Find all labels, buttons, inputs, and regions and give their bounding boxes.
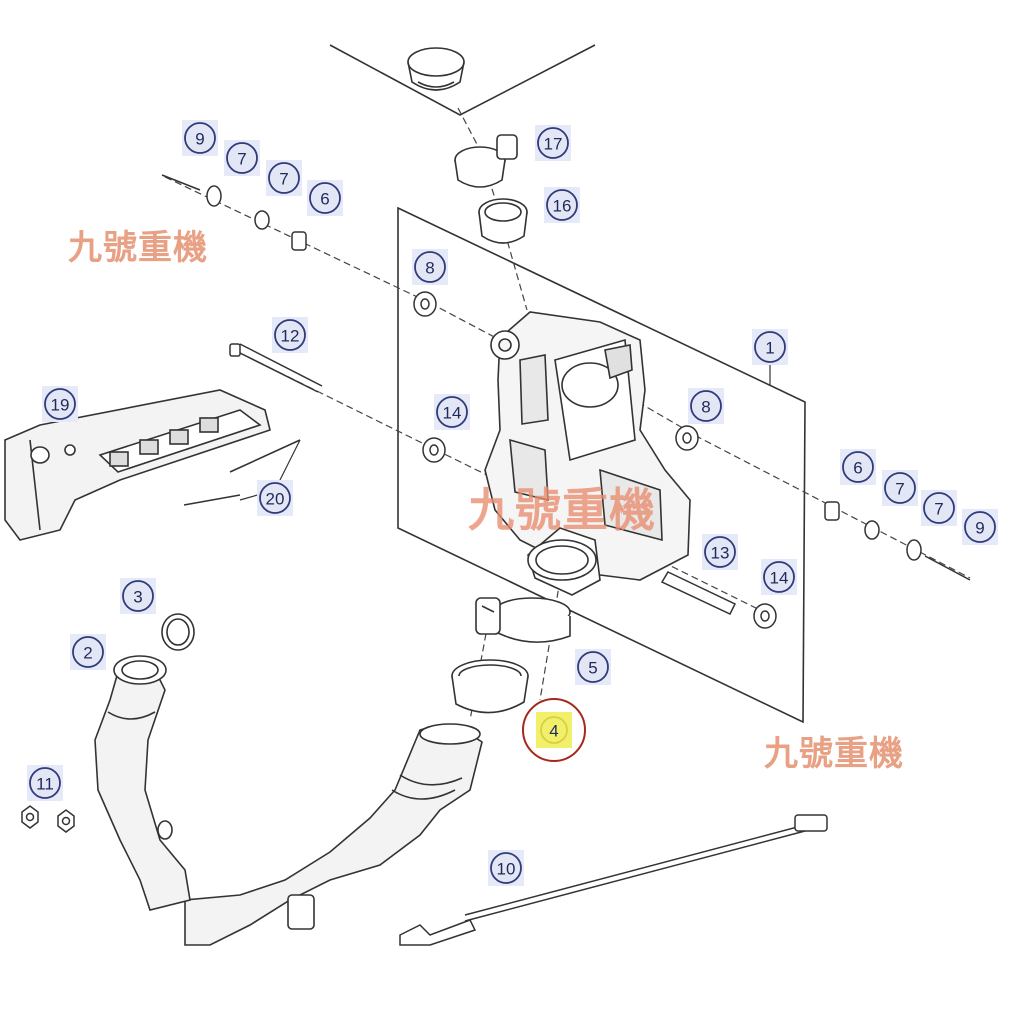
callout-number: 9 [195,130,204,149]
callout-number: 7 [237,150,246,169]
callout-1: 1 [752,329,788,365]
callout-10: 10 [488,850,524,886]
callout-14: 14 [761,559,797,595]
highlight-ring [522,698,586,762]
callout-number: 17 [544,135,563,154]
watermark-center: 九號重機 [468,483,656,537]
callout-number: 13 [711,544,730,563]
callout-circle [546,189,578,221]
intake-tube [184,723,483,946]
callout-circle [29,767,61,799]
callout-circle [309,182,341,214]
callout-number: 10 [497,860,516,879]
callout-number: 5 [588,659,597,678]
pipe-2 [94,655,191,911]
callout-circle [964,511,996,543]
callout-13: 13 [702,534,738,570]
callout-number: 19 [51,396,70,415]
callout-number: 7 [279,170,288,189]
callout-8: 8 [412,249,448,285]
bracket-19 [4,389,301,541]
callout-number: 6 [320,190,329,209]
callout-number: 20 [266,490,285,509]
callout-9: 9 [962,509,998,545]
callout-2: 2 [70,634,106,670]
callout-5: 5 [575,649,611,685]
callout-circle [763,561,795,593]
callout-circle [754,331,786,363]
watermark-left: 九號重機 [68,228,208,268]
clamp-and-sleeve-top [454,134,528,244]
watermark-right: 九號重機 [764,734,904,774]
callout-9: 9 [182,120,218,156]
oxygen-sensor-10 [399,814,828,946]
callout-circle [268,162,300,194]
callout-17: 17 [535,125,571,161]
callout-badges: 9 7 7 6 17 16 8 12 1 19 14 8 6 7 7 9 20 13 14 3 2 5 4 11 10 [27,120,998,886]
callout-number: 2 [83,644,92,663]
rubber-mounts [413,291,777,629]
airbox-body [484,311,691,581]
callout-number: 1 [765,339,774,358]
callout-6: 6 [307,180,343,216]
callout-circle [72,636,104,668]
callout-11: 11 [27,765,63,801]
callout-number: 4 [549,722,558,741]
callout-number: 7 [895,480,904,499]
sleeve-4 [451,659,529,714]
callout-number: 12 [281,327,300,346]
callout-circle [704,536,736,568]
callout-circle [690,390,722,422]
callout-circle [537,127,569,159]
callout-7: 7 [921,490,957,526]
callout-7: 7 [224,140,260,176]
callout-3: 3 [120,578,156,614]
callout-number: 6 [853,459,862,478]
callout-4-highlighted: 4 [522,698,586,762]
callout-20: 20 [257,480,293,516]
bolt-stack-right [824,501,971,581]
callout-circle [842,451,874,483]
callout-circle [540,716,568,744]
callout-number: 11 [36,775,54,794]
callout-number: 8 [701,398,710,417]
callout-number: 3 [133,588,142,607]
nuts-11 [21,805,75,833]
assembly-frame [397,206,806,724]
callout-number: 16 [553,197,572,216]
callout-16: 16 [544,187,580,223]
long-bolt-and-spacer [229,343,737,615]
callout-7: 7 [266,160,302,196]
callout-circle [274,319,306,351]
callout-number: 8 [425,259,434,278]
clamp-5 [475,597,571,643]
airbox-outlet [527,527,601,596]
callout-14: 14 [434,394,470,430]
callout-circle [414,251,446,283]
callout-number: 14 [443,404,462,423]
callout-circle [259,482,291,514]
callout-circle [577,651,609,683]
callout-7: 7 [882,470,918,506]
callout-circle [122,580,154,612]
callout-number: 9 [975,519,984,538]
callout-12: 12 [272,317,308,353]
callout-number: 14 [770,569,789,588]
callout-circle [44,388,76,420]
bolt-stack-left [161,174,307,251]
callout-8: 8 [688,388,724,424]
callout-circle [436,396,468,428]
callout-6: 6 [840,449,876,485]
callout-circle [490,852,522,884]
callout-number: 7 [934,500,943,519]
callout-circle [884,472,916,504]
callout-19: 19 [42,386,78,422]
callout-circle [923,492,955,524]
callout-circle [226,142,258,174]
o-ring-3 [161,613,195,651]
callout-circle [184,122,216,154]
fuel-tank-corner [329,44,596,116]
